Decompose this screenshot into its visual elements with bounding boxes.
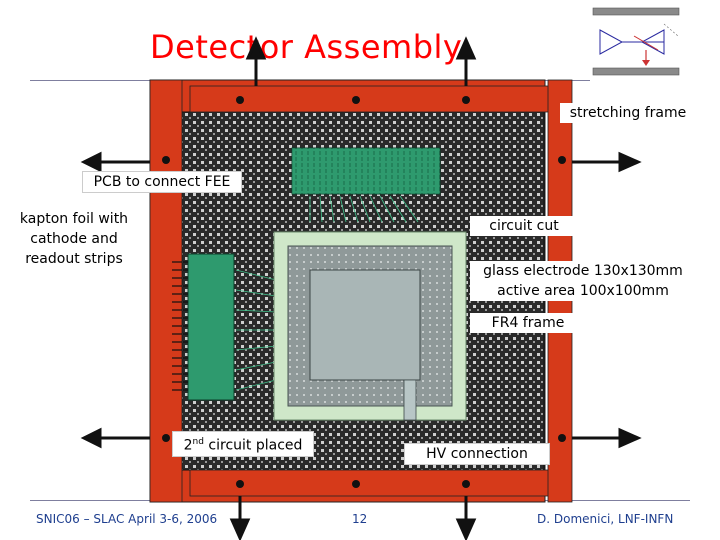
footer-page-number: 12 (352, 512, 368, 526)
fr4-frame-label: FR4 frame (470, 313, 586, 333)
stretching-schematic (590, 6, 690, 78)
footer-conference: SNIC06 – SLAC April 3-6, 2006 (36, 512, 218, 526)
hv-connection-label: HV connection (404, 443, 550, 465)
pcb-fee-label: PCB to connect FEE (82, 171, 242, 193)
pcb-fee-left (187, 253, 235, 401)
kapton-label-line1: kapton foil with (19, 211, 129, 227)
page-title: Detector Assembly (150, 28, 463, 66)
second-circuit-sup: nd (192, 437, 204, 447)
second-circuit-label: 2nd circuit placed (172, 431, 314, 457)
circuit-cut-label: circuit cut (470, 216, 578, 236)
kapton-label-line2: cathode and (30, 231, 118, 247)
glass-label-line2: active area 100x100mm (497, 283, 669, 299)
glass-label-line1: glass electrode 130x130mm (483, 263, 683, 279)
kapton-label-line3: readout strips (25, 251, 123, 267)
stretching-frame-label: stretching frame (560, 103, 696, 123)
footer-author: D. Domenici, LNF-INFN (537, 512, 674, 526)
second-circuit-rest: circuit placed (203, 437, 303, 454)
kapton-label: kapton foil with cathode and readout str… (4, 209, 144, 269)
glass-electrode-label: glass electrode 130x130mm active area 10… (470, 261, 696, 301)
active-area (309, 269, 421, 381)
second-circuit-num: 2 (183, 437, 193, 454)
